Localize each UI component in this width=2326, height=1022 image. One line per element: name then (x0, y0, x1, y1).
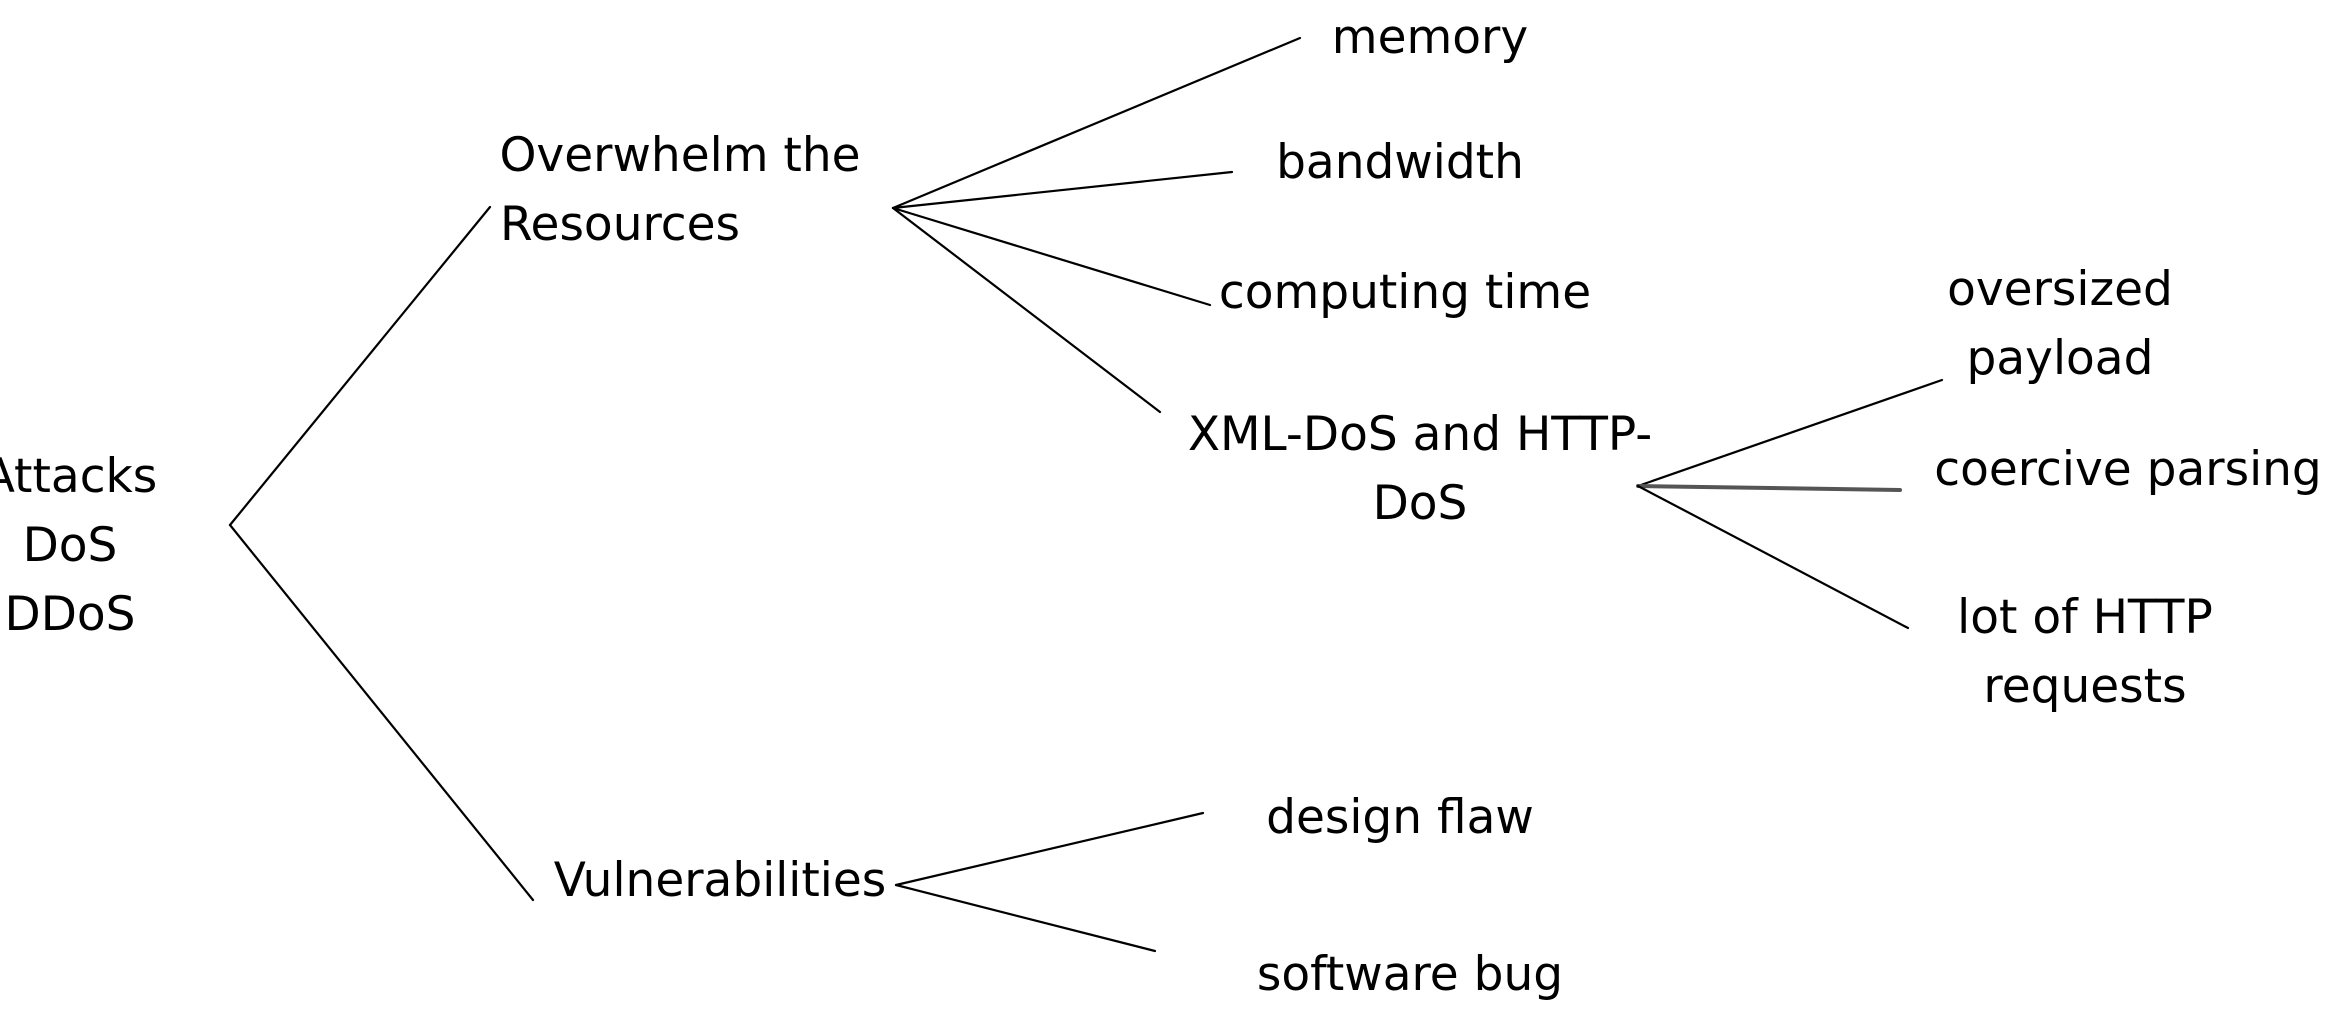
node-design-flaw: design flaw (1250, 783, 1550, 852)
overwhelm-line-1: Overwhelm the (499, 128, 861, 183)
coercive-parsing-label: coercive parsing (1934, 442, 2322, 497)
node-oversized-payload: oversized payload (1920, 255, 2200, 393)
oversized-payload-line-1: oversized (1947, 262, 2173, 317)
root-line-1: Attacks (0, 449, 158, 504)
software-bug-label: software bug (1256, 947, 1564, 1002)
bandwidth-label: bandwidth (1276, 135, 1524, 190)
edge-overwhelm-to-xml-dos (891, 206, 1162, 414)
node-xml-dos-and-http-dos: XML-DoS and HTTP- DoS (1180, 400, 1660, 538)
oversized-payload-line-2: payload (1966, 331, 2154, 386)
edge-xml-dos-to-oversized-payload (1636, 378, 1944, 488)
edge-xml-dos-to-coercive-parsing (1636, 484, 1902, 492)
http-requests-line-2: requests (1983, 659, 2187, 714)
vulnerabilities-label: Vulnerabilities (553, 853, 887, 908)
node-coercive-parsing: coercive parsing (1930, 435, 2326, 504)
root-node: Attacks DoS DDoS (0, 442, 157, 649)
edge-vulnerabilities-to-software-bug (894, 883, 1157, 953)
edge-xml-dos-to-lot-of-http-requests (1636, 484, 1910, 630)
xml-dos-line-2: DoS (1372, 476, 1468, 531)
http-requests-line-1: lot of HTTP (1957, 590, 2213, 645)
design-flaw-label: design flaw (1266, 790, 1534, 845)
overwhelm-line-2: Resources (499, 197, 741, 252)
edge-overwhelm-to-memory (891, 36, 1302, 210)
node-software-bug: software bug (1230, 940, 1590, 1009)
edge-root-to-overwhelm (228, 205, 492, 527)
node-computing-time: computing time (1200, 258, 1610, 327)
memory-label: memory (1331, 10, 1529, 65)
root-line-2: DoS (22, 518, 118, 573)
edge-vulnerabilities-to-design-flaw (894, 811, 1205, 887)
edge-root-to-vulnerabilities (228, 523, 535, 902)
computing-time-label: computing time (1218, 265, 1592, 320)
root-line-3: DDoS (4, 587, 136, 642)
xml-dos-line-1: XML-DoS and HTTP- (1187, 407, 1653, 462)
node-lot-of-http-requests: lot of HTTP requests (1915, 583, 2255, 721)
edge-overwhelm-to-computing-time (891, 206, 1212, 307)
edge-overwhelm-to-bandwidth (891, 170, 1234, 210)
node-overwhelm-the-resources: Overwhelm the Resources (480, 121, 880, 259)
node-memory: memory (1300, 3, 1560, 72)
node-vulnerabilities: Vulnerabilities (540, 846, 900, 915)
node-bandwidth: bandwidth (1240, 128, 1560, 197)
